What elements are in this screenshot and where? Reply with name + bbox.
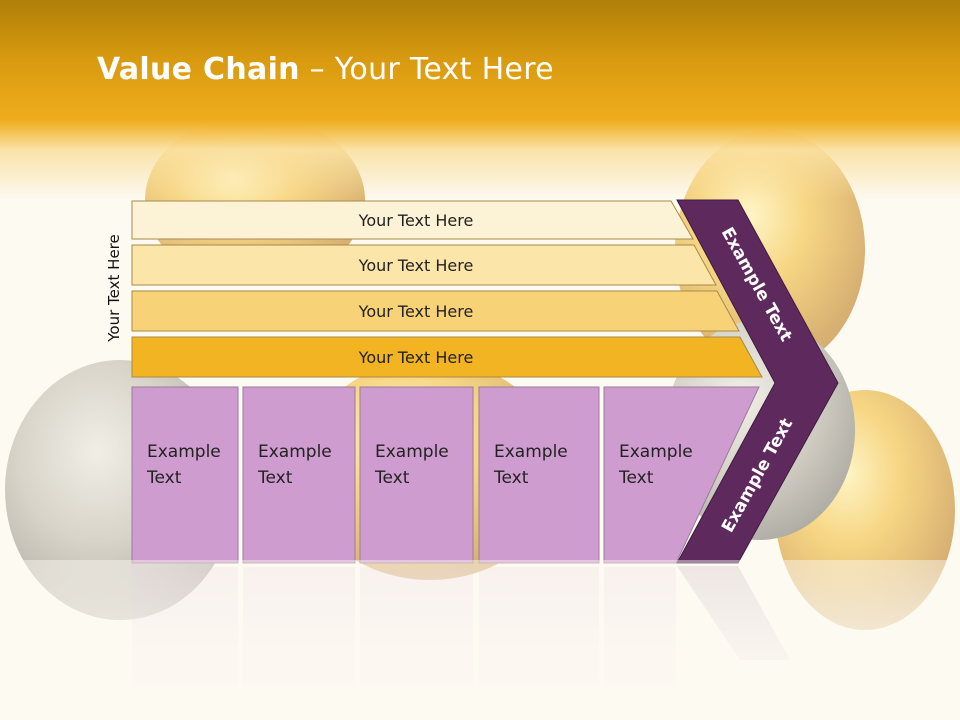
header-band [0,0,960,200]
title-rest: – Your Text Here [299,52,554,87]
value-bar-3 [131,290,740,332]
activity-box-line1: Example [258,442,332,462]
activity-box-3 [359,386,474,564]
activity-box-line1: Example [147,442,221,462]
reflection-fade [0,560,960,720]
value-bar-label-4: Your Text Here [358,348,474,367]
value-bar-2 [131,244,717,286]
activity-box-line2: Text [375,468,410,488]
activity-box-line1: Example [619,442,693,462]
activity-box-1 [131,386,239,564]
value-bar-label-2: Your Text Here [358,256,474,275]
activity-box-2 [242,386,356,564]
activity-box-line2: Text [258,468,293,488]
activity-box-line2: Text [619,468,654,488]
slide-title: Value Chain – Your Text Here [97,52,554,87]
value-bar-1 [131,200,694,240]
value-bar-4 [131,336,763,378]
value-bar-label-3: Your Text Here [358,302,474,321]
value-bar-label-1: Your Text Here [358,211,474,230]
title-bold: Value Chain [97,52,300,87]
activity-box-line2: Text [147,468,182,488]
activity-box-line1: Example [375,442,449,462]
activity-box-line2: Text [494,468,529,488]
activity-box-4 [478,386,600,564]
activity-box-line1: Example [494,442,568,462]
